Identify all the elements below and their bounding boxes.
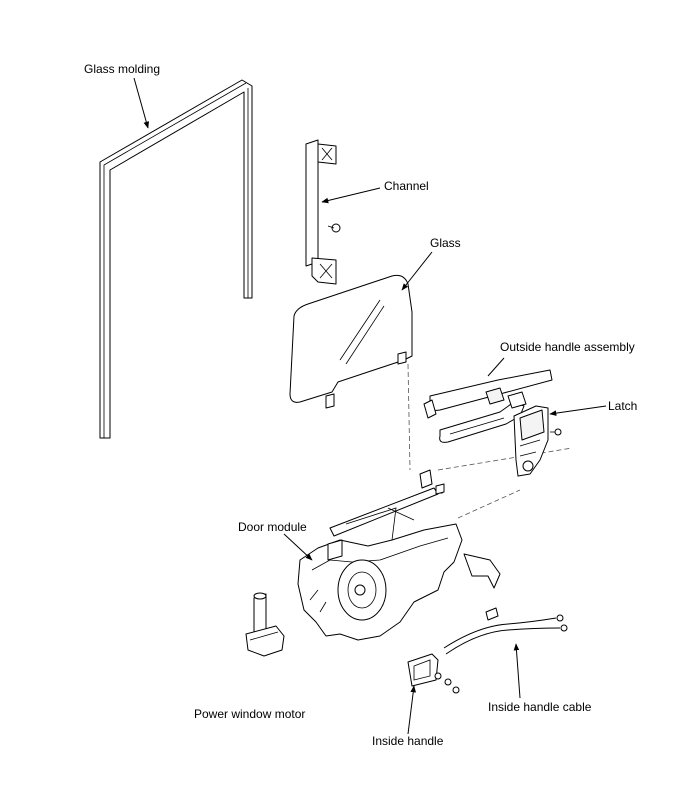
power-window-motor-part: [245, 592, 285, 657]
glass-part: [289, 274, 413, 409]
inside-handle-part: [407, 653, 460, 694]
label-power-window-motor: Power window motor: [194, 707, 305, 721]
label-channel: Channel: [384, 179, 429, 193]
label-glass-molding: Glass molding: [84, 62, 160, 76]
label-door-module: Door module: [238, 520, 307, 534]
label-latch: Latch: [608, 399, 637, 413]
glass-molding-part: [99, 79, 253, 439]
label-glass: Glass: [430, 236, 461, 250]
label-inside-handle: Inside handle: [372, 734, 444, 748]
label-outside-handle-assembly: Outside handle assembly: [500, 340, 635, 354]
inside-handle-cable-part: [443, 607, 568, 655]
door-module-part: [297, 469, 501, 641]
latch-part: [513, 405, 562, 477]
outside-handle-assembly-part: [423, 369, 553, 443]
channel-part: [305, 139, 341, 285]
label-inside-handle-cable: Inside handle cable: [488, 700, 592, 714]
leader-lines: [133, 77, 607, 735]
